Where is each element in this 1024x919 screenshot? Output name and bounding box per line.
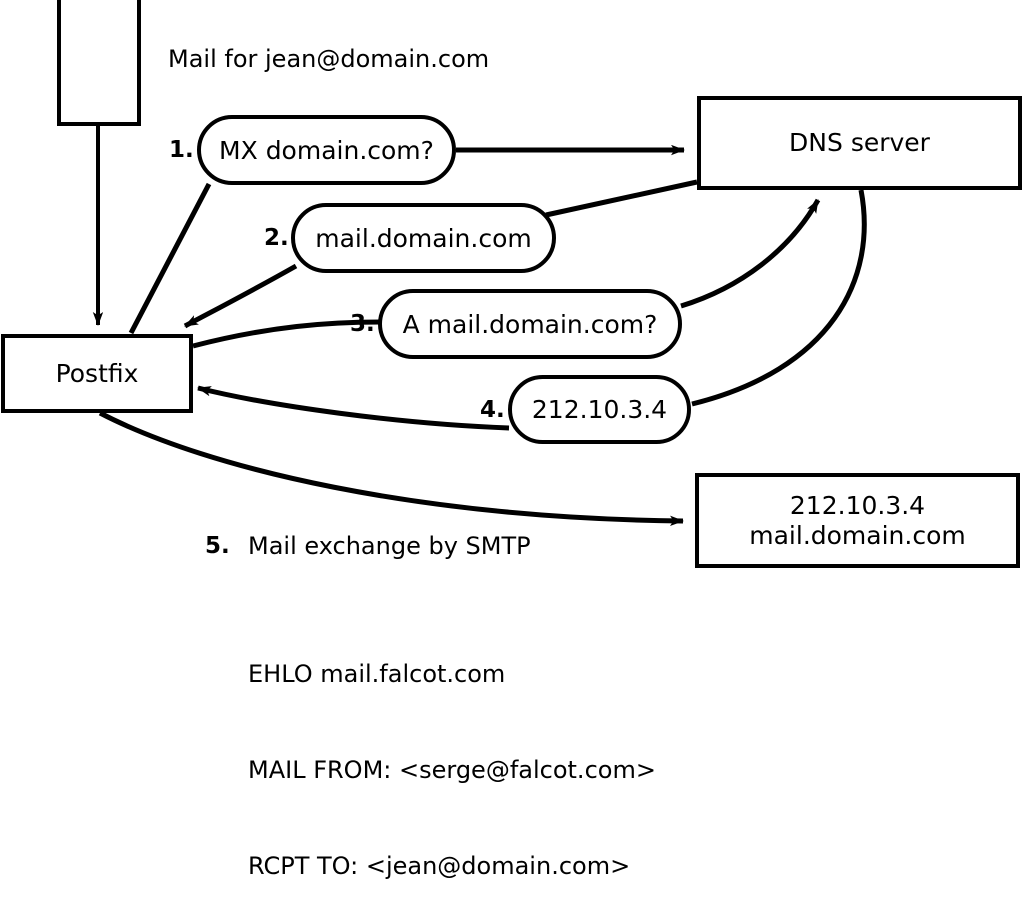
edge-postfix-to-step1 (128, 182, 212, 335)
bubble-step-2[interactable]: mail.domain.com (291, 203, 556, 273)
step-number-2: 2. (264, 225, 289, 251)
node-postfix[interactable]: Postfix (1, 334, 193, 413)
node-target-mailserver[interactable]: 212.10.3.4 mail.domain.com (695, 473, 1020, 568)
edge-step2-to-postfix (183, 263, 298, 329)
node-target-mailserver-ip: 212.10.3.4 (789, 490, 926, 520)
bubble-step-1-label: MX domain.com? (219, 135, 434, 165)
bubble-step-4-label: 212.10.3.4 (531, 395, 668, 424)
smtp-line: EHLO mail.falcot.com (248, 660, 506, 688)
node-postfix-label: Postfix (55, 358, 139, 388)
node-dns-server[interactable]: DNS server (697, 96, 1022, 190)
bubble-step-3-label: A mail.domain.com? (402, 309, 658, 339)
step-number-4: 4. (480, 397, 505, 423)
smtp-transcript: EHLO mail.falcot.com MAIL FROM: <serge@f… (248, 594, 656, 919)
step-number-3: 3. (350, 311, 375, 337)
bubble-step-2-label: mail.domain.com (315, 223, 532, 253)
step-number-1: 1. (169, 137, 194, 163)
bubble-step-1[interactable]: MX domain.com? (197, 115, 456, 185)
mail-for-note: Mail for jean@domain.com (168, 45, 490, 73)
node-dns-server-label: DNS server (789, 128, 930, 157)
edge-dns-to-step2 (545, 179, 698, 218)
smtp-line: RCPT TO: <jean@domain.com> (248, 852, 631, 880)
bubble-step-4[interactable]: 212.10.3.4 (508, 375, 691, 444)
edge-step4-to-postfix (197, 385, 510, 431)
node-target-mailserver-host: mail.domain.com (749, 520, 966, 550)
edge-dns-to-step4 (691, 189, 867, 407)
node-sender-host[interactable] (57, 0, 141, 126)
step-number-5: 5. (205, 533, 230, 559)
bubble-step-3[interactable]: A mail.domain.com? (378, 289, 682, 359)
edge-postfix-to-mailserver (98, 410, 684, 527)
smtp-line: MAIL FROM: <serge@falcot.com> (248, 756, 656, 784)
edge-step3-to-dns (680, 198, 821, 309)
edge-postfix-to-step3 (192, 319, 382, 349)
step-5-label: Mail exchange by SMTP (248, 532, 531, 560)
